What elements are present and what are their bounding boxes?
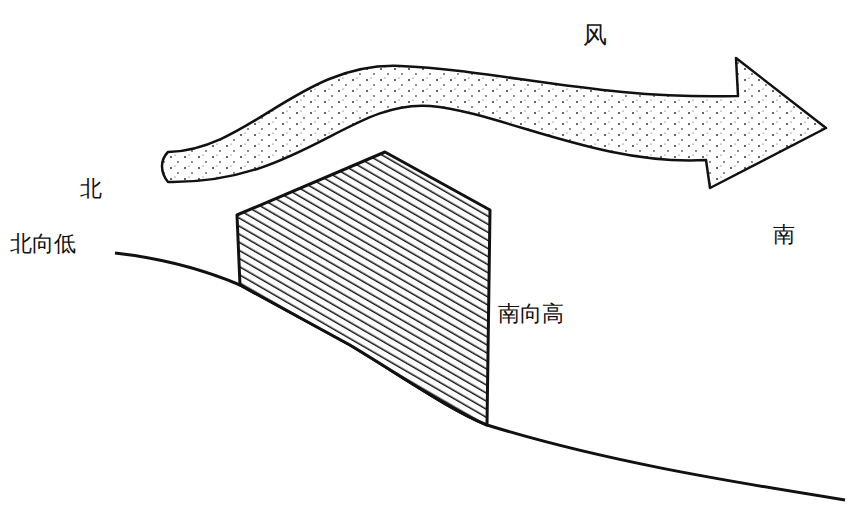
direction-label: 南 [773,223,795,247]
slope-label: 南向高 [498,302,564,326]
wind-label: 风 [583,22,607,48]
house-section [237,152,490,425]
slope-label: 北向低 [10,232,76,256]
wind-arrow [162,58,826,188]
direction-label: 北 [80,177,102,201]
